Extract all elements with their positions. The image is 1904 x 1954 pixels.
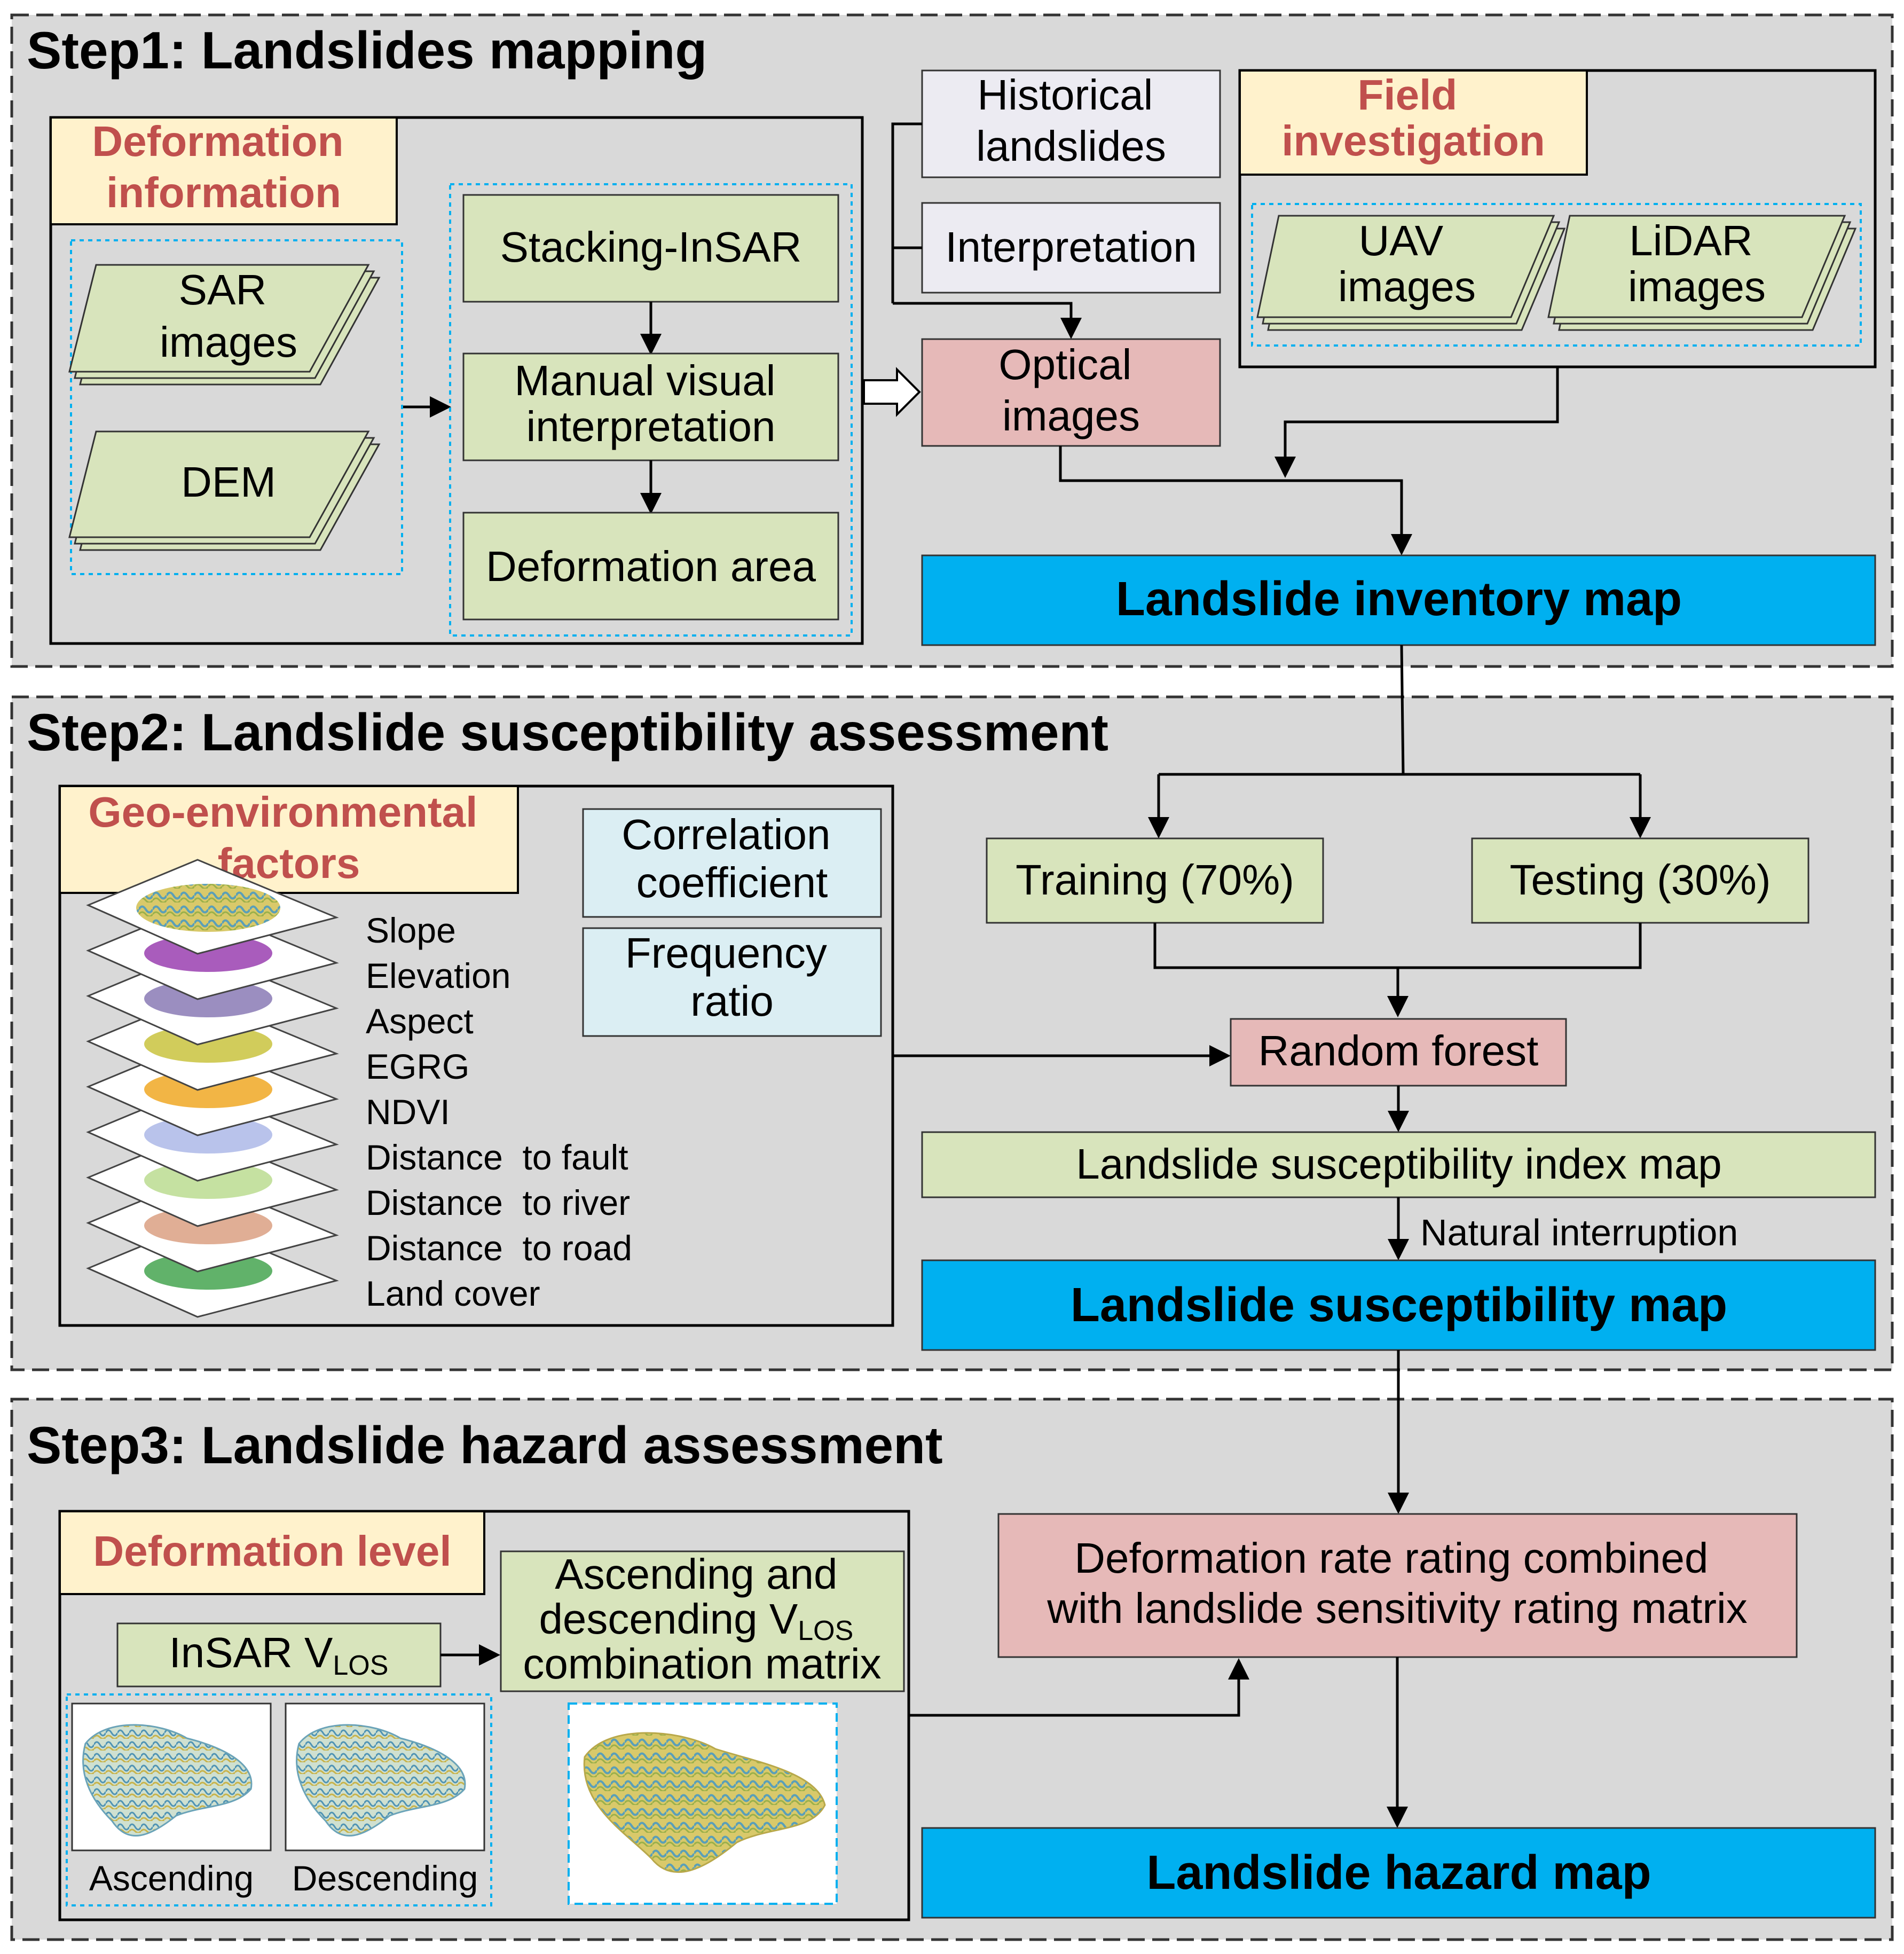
optical-images-label: Optical images — [998, 341, 1143, 440]
frequency-box — [582, 927, 882, 1037]
step1-title: Step1: Landslides mapping — [27, 21, 707, 80]
step3-title: Step3: Landslide hazard assessment — [27, 1416, 943, 1474]
sar-images-stack: SAR images — [68, 264, 381, 386]
combined-map-shape — [583, 1732, 826, 1873]
dem-stack: DEM — [68, 430, 381, 551]
random-forest-label: Random forest — [1258, 1027, 1539, 1074]
correlation-label: Correlation coefficient — [621, 811, 843, 906]
historical-landslides-box — [921, 69, 1221, 178]
manual-visual-label: Manual visual interpretation — [514, 357, 787, 450]
natural-interruption-label: Natural interruption — [1420, 1212, 1738, 1253]
asc-desc-dotted-group — [66, 1693, 492, 1906]
descending-map-shape — [296, 1724, 466, 1837]
field-investigation-label-box — [1239, 69, 1588, 176]
bracket-historical-interpretation — [891, 122, 922, 303]
rating-matrix-label: Deformation rate rating combined with la… — [1047, 1534, 1748, 1632]
lidar-images-stack: LiDAR images — [1547, 215, 1857, 331]
testing-box — [1471, 837, 1809, 924]
process-dotted-group — [449, 183, 853, 637]
arrow-deformation-to-rating — [909, 1658, 1249, 1717]
hazard-map-box — [921, 1827, 1876, 1919]
optical-images-box — [921, 338, 1221, 447]
line-inventory-down — [1400, 645, 1405, 775]
step1-panel: Step1: Landslides mapping Deformation in… — [10, 13, 1894, 668]
geo-factors-label: Geo-environmental factors — [88, 788, 489, 887]
inventory-map-box — [921, 554, 1876, 646]
insar-vlos-box — [116, 1622, 442, 1688]
deformation-info-label: Deformation information — [92, 117, 355, 216]
factor-layers-stack — [86, 859, 339, 1318]
training-box — [986, 837, 1324, 924]
index-map-label: Landslide susceptibility index map — [1076, 1140, 1722, 1188]
descending-label: Descending — [292, 1858, 478, 1898]
dem-label: DEM — [181, 458, 276, 506]
insar-vlos-label: InSAR VLOS — [169, 1629, 389, 1681]
deformation-area-label: Deformation area — [486, 543, 816, 590]
random-forest-box — [1230, 1018, 1567, 1087]
hollow-arrow-to-optical — [863, 367, 921, 417]
asc-desc-matrix-label: Ascending and descending VLOS combinatio… — [523, 1550, 881, 1688]
sar-images-label: SAR images — [160, 266, 297, 366]
historical-landslides-label: Historical landslides — [976, 71, 1166, 170]
deformation-info-label-box — [50, 116, 398, 225]
arrow-optical-to-inventory — [1059, 446, 1412, 555]
uav-images-stack: UAV images — [1256, 215, 1566, 331]
testing-label: Testing (30%) — [1509, 856, 1771, 904]
interpretation-box — [921, 202, 1221, 294]
step2-title: Step2: Landslide susceptibility assessme… — [27, 703, 1108, 762]
input-dotted-group — [70, 239, 403, 575]
susceptibility-map-label: Landslide susceptibility map — [1071, 1278, 1727, 1332]
frequency-label: Frequency ratio — [625, 929, 839, 1025]
field-investigation-label: Field investigation — [1281, 71, 1545, 164]
hazard-map-label: Landslide hazard map — [1146, 1846, 1651, 1900]
stacking-insar-label: Stacking-InSAR — [500, 223, 802, 271]
deformation-area-box — [462, 512, 839, 621]
training-label: Training (70%) — [1016, 856, 1294, 904]
step3-panel: Step3: Landslide hazard assessment Defor… — [10, 1350, 1894, 1941]
arrow-to-optical-images — [893, 302, 1082, 339]
ascending-map-shape — [82, 1724, 253, 1837]
manual-visual-box — [462, 352, 839, 461]
uav-images-label: UAV images — [1338, 217, 1476, 310]
stacking-insar-box — [462, 194, 839, 303]
geo-factors-label-box — [59, 785, 519, 894]
field-dotted-group — [1251, 203, 1862, 347]
susceptibility-map-box — [921, 1259, 1876, 1351]
lidar-images-label: LiDAR images — [1628, 217, 1766, 310]
deformation-level-label-box — [59, 1510, 485, 1595]
inventory-map-label: Landslide inventory map — [1116, 572, 1682, 626]
correlation-box — [582, 808, 882, 918]
rating-matrix-box — [997, 1513, 1798, 1658]
ascending-label: Ascending — [89, 1858, 254, 1898]
interpretation-label: Interpretation — [945, 223, 1197, 271]
factor-list: Slope Elevation Aspect EGRG NDVI Distanc… — [366, 911, 642, 1313]
deformation-level-label: Deformation level — [93, 1527, 451, 1575]
arrow-field-to-merge — [1274, 367, 1559, 478]
step2-panel: Step2: Landslide susceptibility assessme… — [10, 645, 1894, 1371]
deformation-group — [49, 116, 864, 645]
asc-desc-matrix-box — [500, 1550, 905, 1692]
